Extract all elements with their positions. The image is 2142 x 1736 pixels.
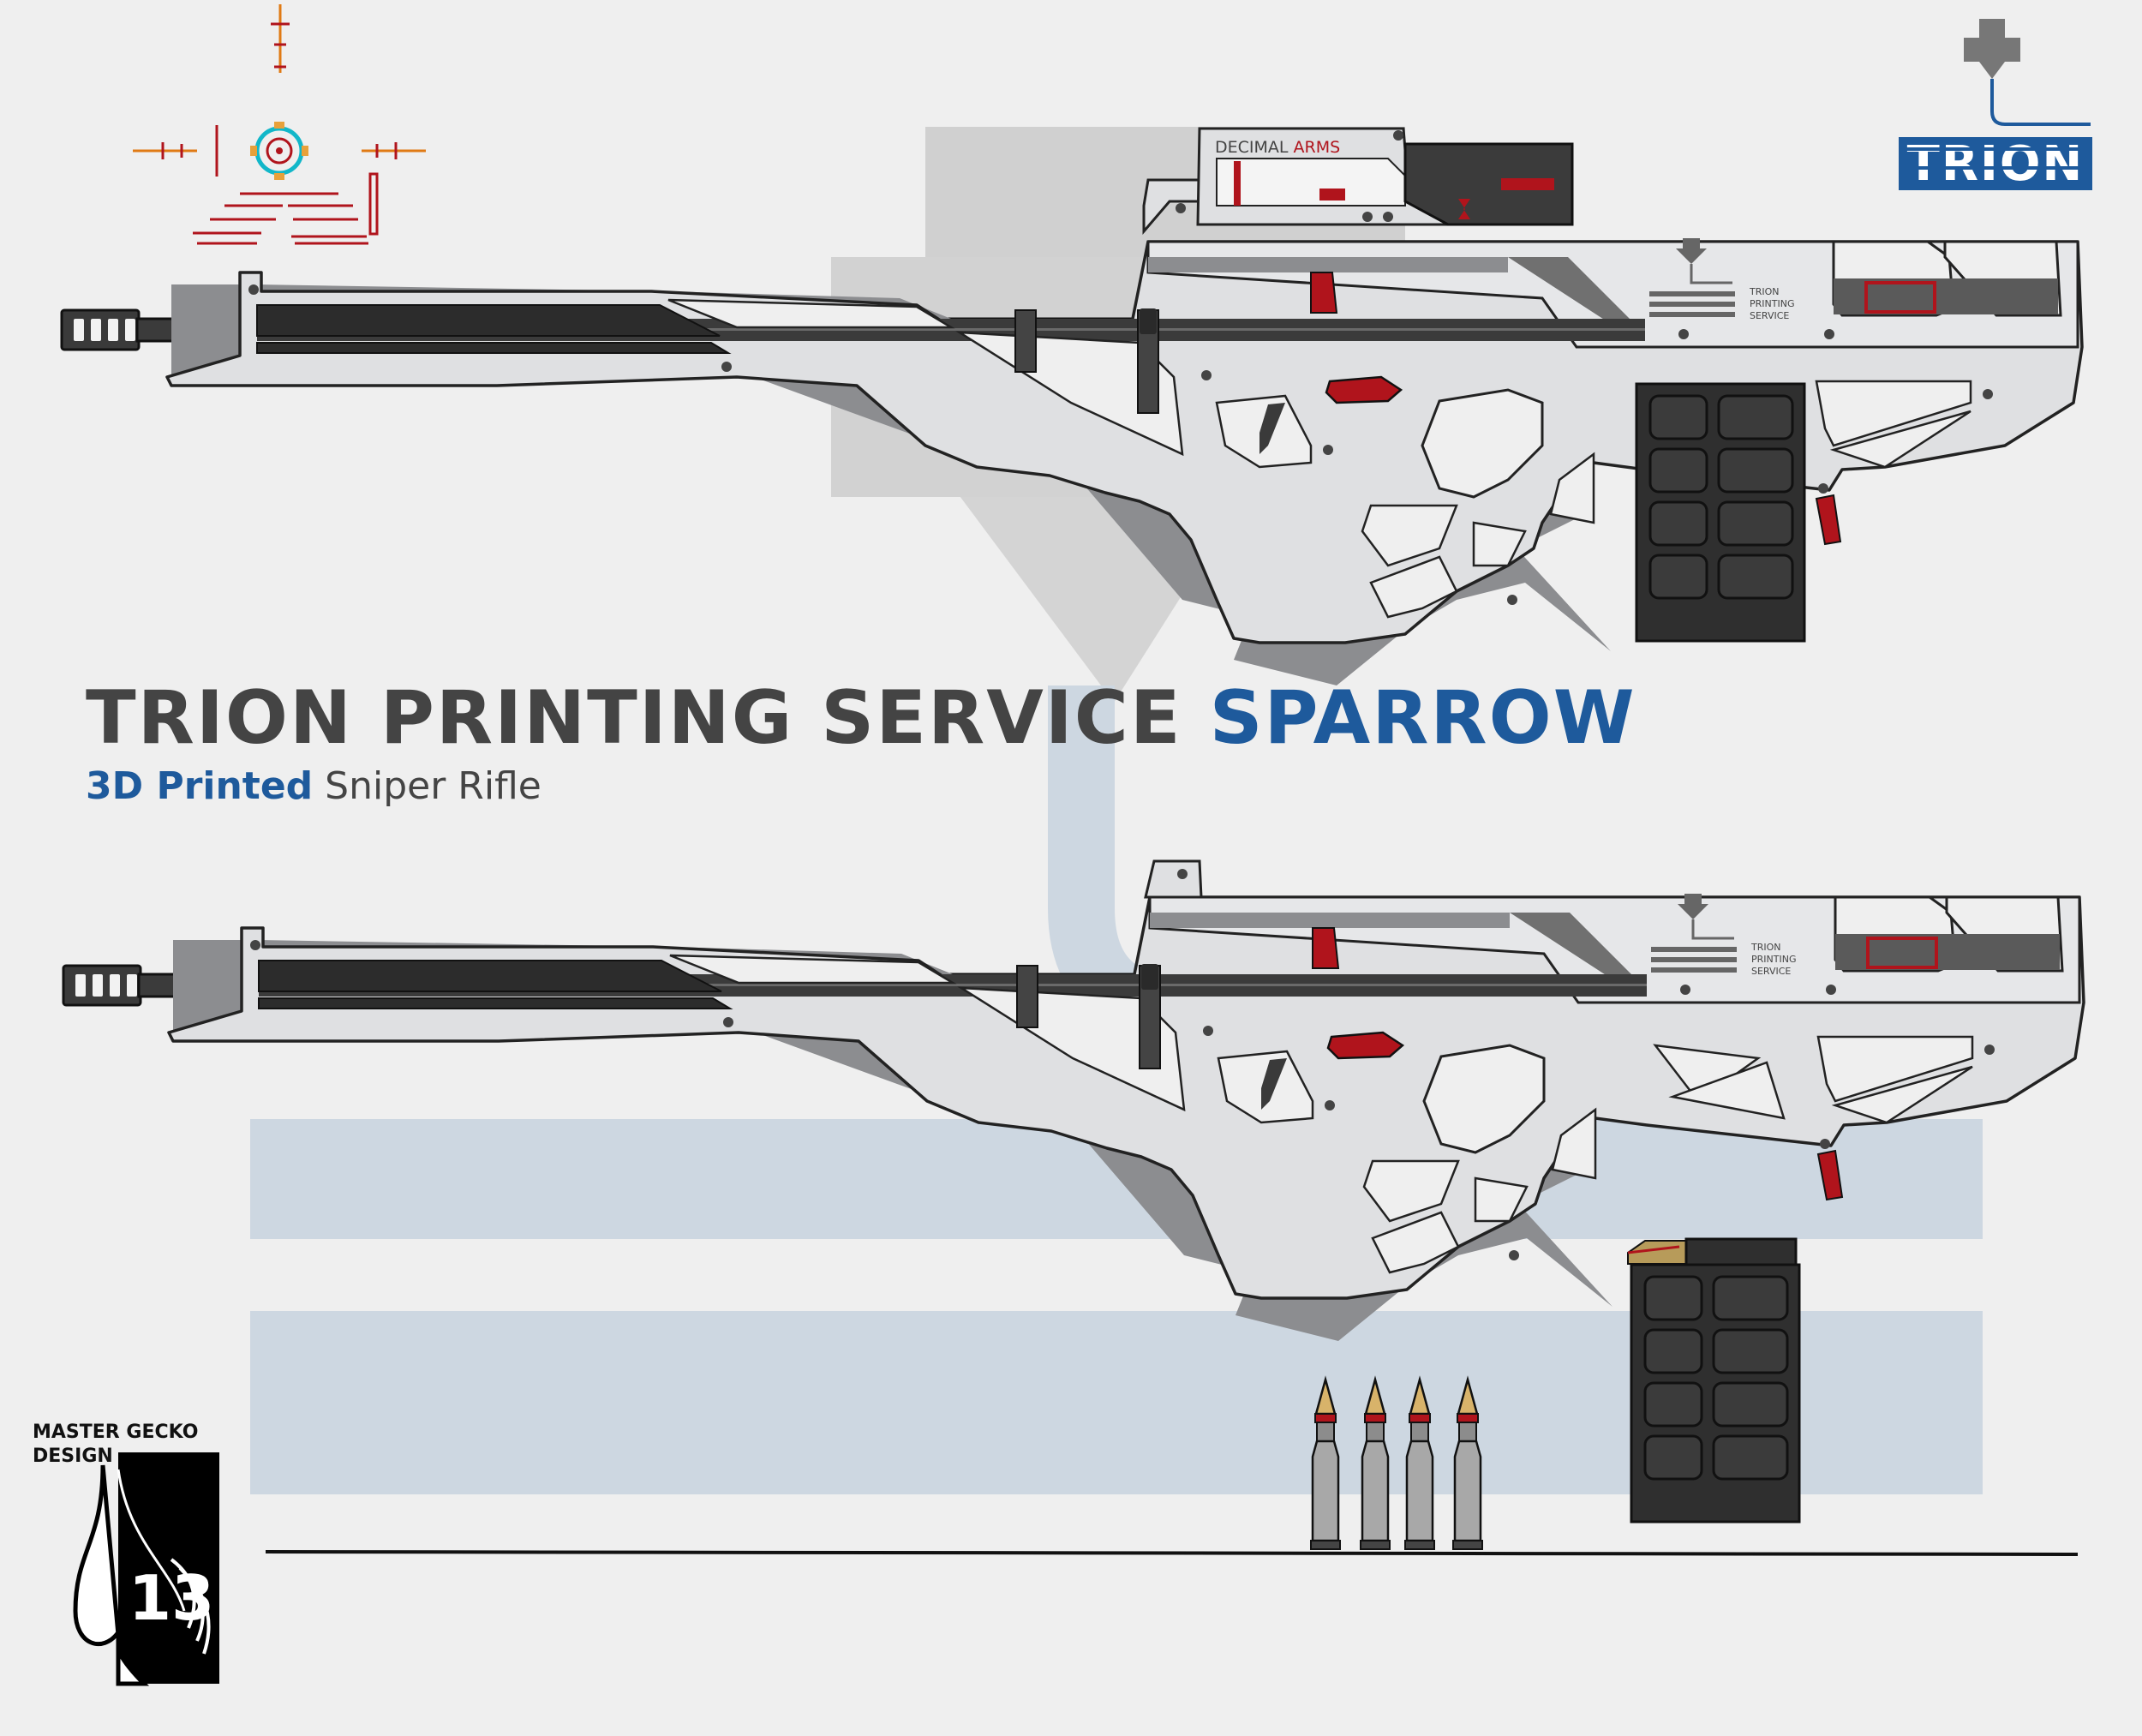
designer-credit: MASTER GECKO DESIGN — [33, 1421, 198, 1469]
stock-label: TRION PRINTING SERVICE — [1749, 286, 1794, 321]
page-subtitle: 3D Printed Sniper Rifle — [86, 761, 1636, 812]
magazine-inserted — [1635, 382, 1806, 643]
designer-line1: MASTER GECKO — [33, 1422, 199, 1443]
spade-emblem-icon: 13 — [73, 1452, 219, 1686]
3d-printer-nozzle-icon — [1964, 19, 2020, 79]
subtitle-part2: Sniper Rifle — [313, 764, 541, 808]
title-part2: SPARROW — [1209, 675, 1636, 761]
trion-logo: TRION — [1899, 19, 2092, 192]
rifle-with-scope: DECIMAL ARMS TRION PRINTING SERVICE — [60, 127, 2084, 687]
ground-line — [265, 1550, 2079, 1556]
crosshair-reticle-icon — [133, 4, 426, 245]
scope-brand: DECIMAL ARMS — [1215, 138, 1340, 157]
page-title: TRION PRINTING SERVICE SPARROW — [86, 675, 1636, 761]
svg-text:PRINTING: PRINTING — [1751, 954, 1796, 965]
svg-text:TRION: TRION — [1749, 286, 1780, 297]
rifle-without-scope: TRION PRINTING SERVICE — [62, 859, 2085, 1343]
scope: DECIMAL ARMS — [1142, 127, 1574, 236]
svg-text:SERVICE: SERVICE — [1751, 966, 1791, 977]
title-part1: TRION PRINTING SERVICE — [86, 675, 1210, 761]
stock-label-2: TRION PRINTING SERVICE — [1750, 942, 1796, 977]
designer-line2: DESIGN — [33, 1446, 113, 1467]
logo-text: TRION — [1907, 136, 2085, 192]
magazine-detached — [1627, 1237, 1801, 1523]
svg-text:TRION: TRION — [1750, 942, 1781, 953]
subtitle-part1: 3D Printed — [86, 764, 314, 808]
title-block: TRION PRINTING SERVICE SPARROW 3D Printe… — [86, 675, 1636, 812]
svg-text:PRINTING: PRINTING — [1750, 298, 1794, 309]
svg-text:SERVICE: SERVICE — [1750, 310, 1789, 321]
